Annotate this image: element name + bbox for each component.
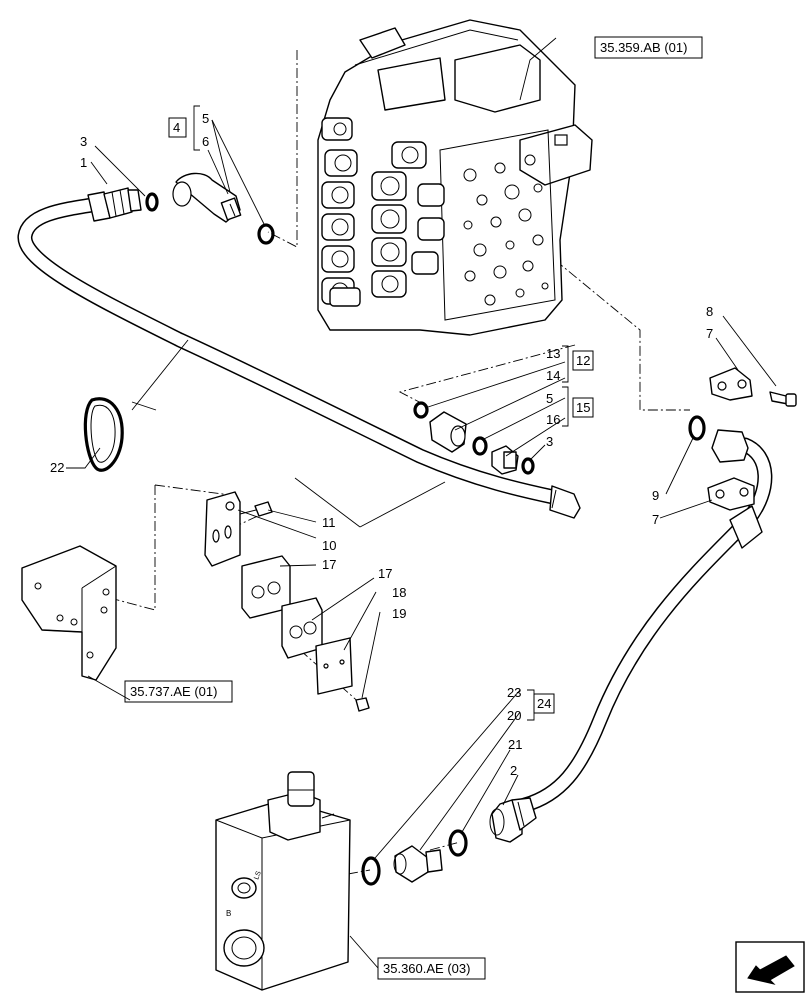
mounting-bracket	[21, 545, 117, 681]
callout-7-lower: 7	[652, 512, 659, 527]
callout-5-lower: 5	[546, 391, 553, 406]
callout-22: 22	[50, 460, 64, 475]
callout-7-upper: 7	[706, 326, 713, 341]
bolt-11	[239, 501, 273, 517]
bolt-8	[769, 391, 797, 407]
kit-number-boxes: 4 12 15 24	[168, 117, 594, 714]
svg-text:B: B	[226, 909, 231, 918]
callout-8: 8	[706, 304, 713, 319]
callout-18: 18	[392, 585, 406, 600]
kit-12: 12	[576, 353, 590, 368]
kit-4: 4	[173, 120, 180, 135]
nut-19	[355, 697, 370, 712]
cartridge-valve-body: LS B	[215, 771, 351, 991]
o-ring-5-upper	[257, 223, 275, 245]
callout-23: 23	[507, 685, 521, 700]
callout-1: 1	[80, 155, 87, 170]
ref-valve: 35.360.AE (03)	[383, 961, 470, 976]
o-ring-22	[83, 397, 124, 472]
o-ring-9	[688, 415, 706, 441]
hose-assembly-2	[489, 429, 773, 843]
callout-20: 20	[507, 708, 521, 723]
svg-text:LS: LS	[253, 870, 263, 881]
ref-valve-block: 35.359.AB (01)	[600, 40, 687, 55]
callout-5-upper: 5	[202, 111, 209, 126]
callout-17-left: 17	[322, 557, 336, 572]
callout-9: 9	[652, 488, 659, 503]
o-ring-23	[361, 856, 381, 886]
control-valve-block	[317, 19, 593, 336]
split-flange-7-lower	[707, 477, 755, 511]
callout-3-lower: 3	[546, 434, 553, 449]
clamp-plate-10	[204, 491, 241, 567]
o-ring-3-upper	[145, 192, 159, 212]
navigation-arrow-icon[interactable]	[735, 941, 805, 993]
callout-2: 2	[510, 763, 517, 778]
valve-block-ports	[463, 154, 549, 306]
callout-11: 11	[322, 515, 336, 530]
leader-lines	[66, 37, 777, 969]
callout-14: 14	[546, 368, 560, 383]
callout-10: 10	[322, 538, 336, 553]
callout-3-upper: 3	[80, 134, 87, 149]
callout-6: 6	[202, 134, 209, 149]
callout-13: 13	[546, 346, 560, 361]
ref-bracket: 35.737.AE (01)	[130, 684, 217, 699]
callout-16: 16	[546, 412, 560, 427]
elbow-fitting-6	[172, 172, 242, 223]
solenoid-spools-left	[321, 117, 361, 307]
adapter-14	[429, 411, 467, 453]
kit-24: 24	[537, 696, 551, 711]
fitting-20	[393, 845, 443, 883]
kit-15: 15	[576, 400, 590, 415]
reference-boxes: 35.359.AB (01) 35.737.AE (01) 35.360.AE …	[124, 36, 703, 980]
fitting-16	[491, 445, 519, 475]
callout-labels: 3 1 5 6 22 13 14 5 16 3 8 7 9 7 11 10 17…	[50, 111, 713, 778]
solenoid-spools-right	[371, 141, 445, 298]
o-ring-13	[413, 401, 429, 419]
o-ring-21	[448, 829, 468, 857]
split-flange-7-upper	[709, 367, 753, 401]
o-ring-3-lower	[521, 457, 535, 475]
cover-plate-18	[315, 637, 353, 695]
callout-17-right: 17	[378, 566, 392, 581]
callout-19: 19	[392, 606, 406, 621]
callout-21: 21	[508, 737, 522, 752]
hose-assembly-1	[17, 187, 581, 519]
o-ring-5-lower	[472, 436, 488, 456]
